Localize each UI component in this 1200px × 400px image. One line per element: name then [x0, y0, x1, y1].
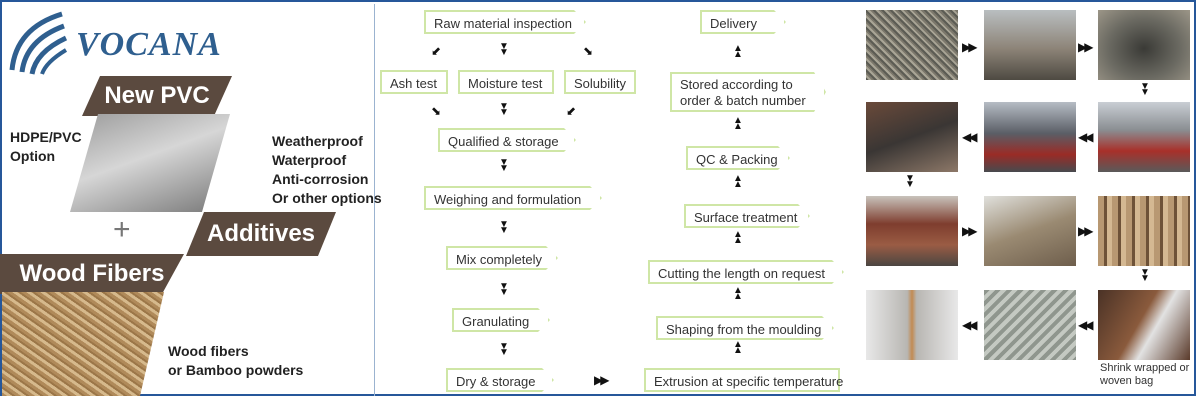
arrow-right-icon: ▶▶ [962, 40, 978, 54]
arrow-down-icon: ▼▼ [499, 219, 509, 236]
additives-band: Additives [186, 212, 336, 256]
arrow-down-icon: ▼▼ [1140, 81, 1150, 98]
arrow-down-icon: ▼▼ [905, 173, 915, 190]
plus-sign: + [113, 213, 131, 246]
arrow-diag-icon: ⬋ [431, 44, 442, 58]
arrow-left-icon: ◀◀ [1078, 130, 1094, 144]
step-moisture-test: Moisture test [458, 70, 554, 94]
wrapped-boards-photo [984, 290, 1076, 360]
arrow-up-icon: ▲▲ [733, 43, 743, 60]
arrow-up-icon: ▲▲ [733, 173, 743, 190]
arrow-down-icon: ▼▼ [499, 101, 509, 118]
step-mix: Mix completely [446, 246, 558, 270]
step-raw-material: Raw material inspection [424, 10, 586, 34]
arrow-right-icon: ▶▶ [962, 224, 978, 238]
shaping-photo [866, 102, 958, 172]
arrow-down-icon: ▼▼ [1140, 267, 1150, 284]
mixing-machine-photo [984, 10, 1076, 80]
arrow-up-icon: ▲▲ [733, 229, 743, 246]
arrow-left-icon: ◀◀ [1078, 318, 1094, 332]
arrow-up-icon: ▲▲ [733, 115, 743, 132]
step-qualified-storage: Qualified & storage [438, 128, 576, 152]
arrow-down-icon: ▼▼ [499, 157, 509, 174]
pvc-granules-image [70, 114, 230, 212]
cutting-photo [866, 196, 958, 266]
step-solubility: Solubility [564, 70, 636, 94]
wood-fibers-band: Wood Fibers [0, 254, 184, 294]
surface-treatment-photo [984, 196, 1076, 266]
step-qc-packing: QC & Packing [686, 146, 790, 170]
pallet-packing-photo [866, 290, 958, 360]
arrow-down-icon: ▼▼ [499, 341, 509, 358]
step-delivery: Delivery [700, 10, 786, 34]
hollow-boards-photo [1098, 196, 1190, 266]
cooling-line-photo [984, 102, 1076, 172]
step-extrusion: Extrusion at specific temperature [644, 368, 843, 392]
shrink-wrapped-photo [1098, 290, 1190, 360]
signal-waves-icon [9, 11, 68, 75]
extruder-photo [1098, 102, 1190, 172]
arrow-left-icon: ◀◀ [962, 130, 978, 144]
step-granulating: Granulating [452, 308, 550, 332]
arrow-right-icon: ▶▶ [594, 373, 610, 387]
step-weighing: Weighing and formulation [424, 186, 602, 210]
arrow-down-icon: ▼▼ [499, 281, 509, 298]
arrow-up-icon: ▲▲ [733, 339, 743, 356]
step-cutting: Cutting the length on request [648, 260, 844, 284]
arrow-down-icon: ▼▼ [499, 41, 509, 58]
step-surface-treatment: Surface treatment [684, 204, 810, 228]
arrow-diag-icon: ⬊ [431, 104, 442, 118]
step-shaping: Shaping from the moulding [656, 316, 834, 340]
arrow-left-icon: ◀◀ [962, 318, 978, 332]
step-dry-storage: Dry & storage [446, 368, 554, 392]
arrow-up-icon: ▲▲ [733, 285, 743, 302]
granules-photo [866, 10, 958, 80]
panel-divider [374, 4, 375, 396]
brand-logo: VOCANA [76, 26, 222, 63]
arrow-diag-icon: ⬊ [583, 44, 594, 58]
granulator-photo [1098, 10, 1190, 80]
arrow-right-icon: ▶▶ [1078, 224, 1094, 238]
additive-features: Weatherproof Waterproof Anti-corrosion O… [272, 133, 382, 206]
step-ash-test: Ash test [380, 70, 448, 94]
arrow-diag-icon: ⬋ [566, 104, 577, 118]
wood-fibers-image [2, 292, 164, 396]
arrow-right-icon: ▶▶ [1078, 40, 1094, 54]
pvc-band: New PVC [82, 76, 232, 116]
